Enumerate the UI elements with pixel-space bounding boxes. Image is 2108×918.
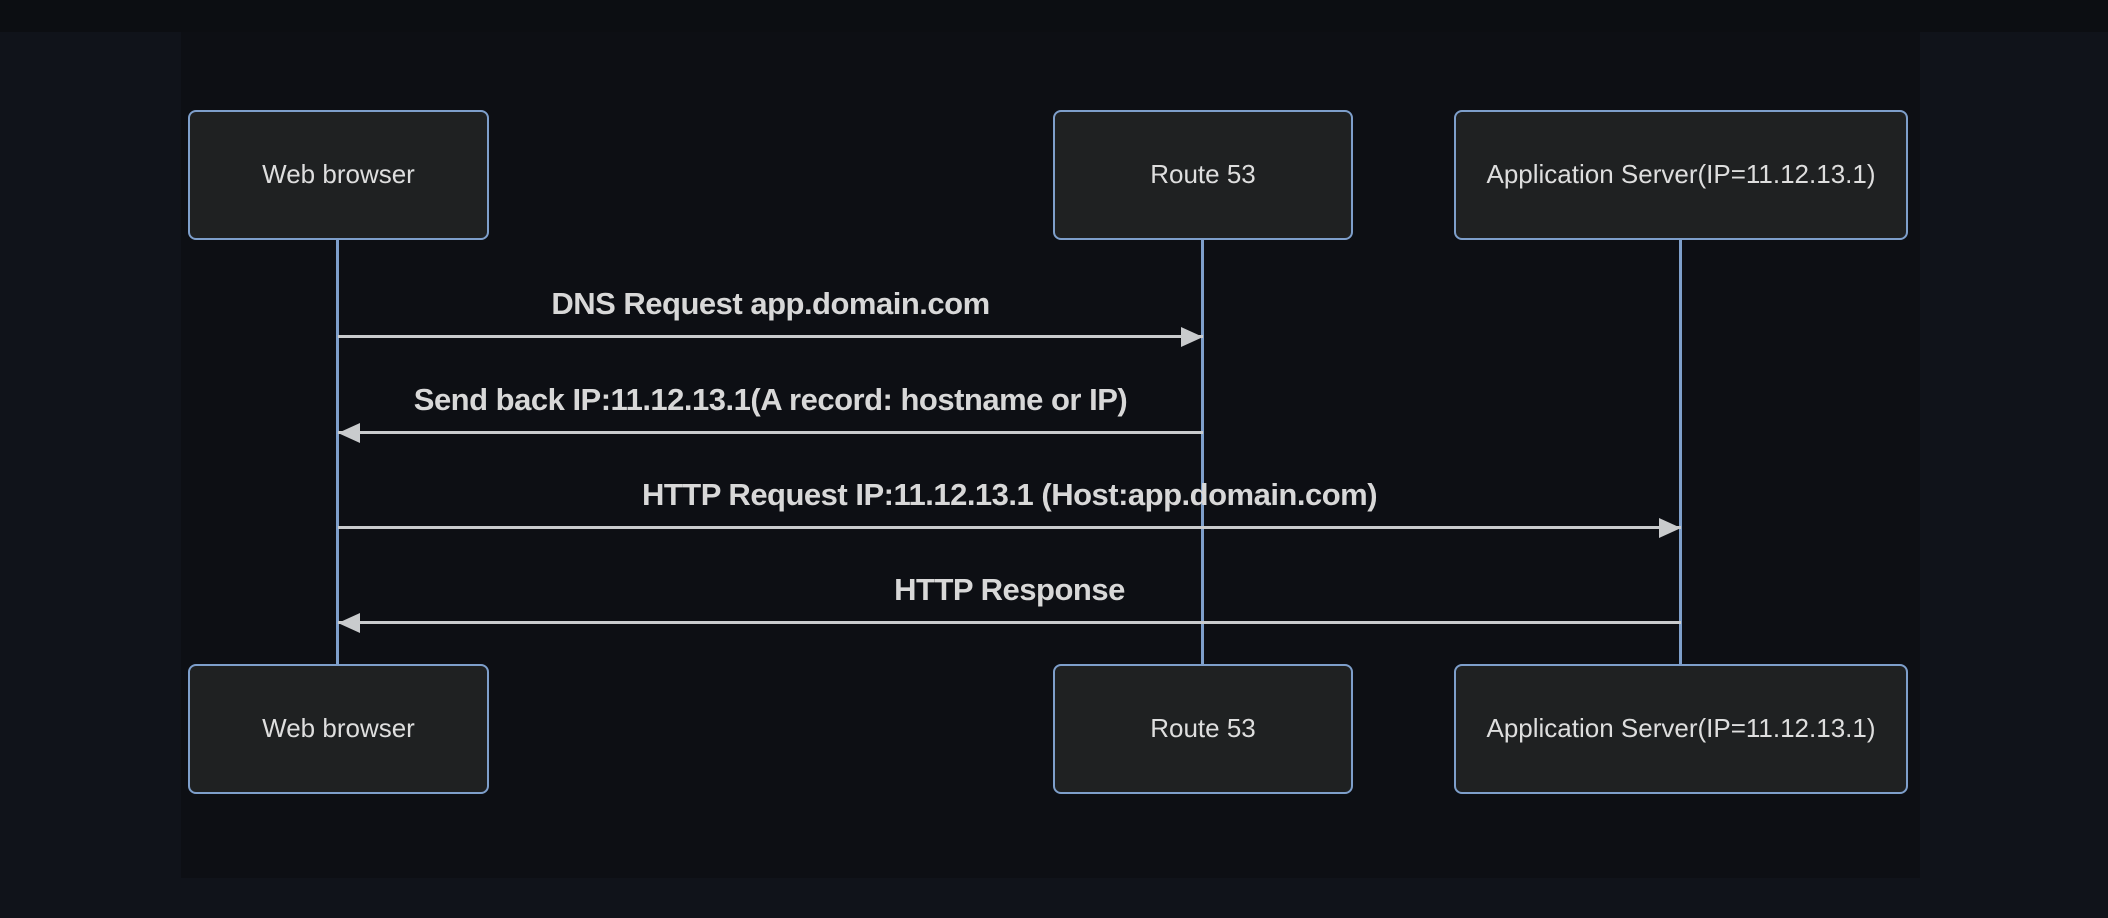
actor-box-web-browser-top: Web browser: [188, 110, 489, 240]
background-strip: [0, 0, 2108, 32]
message-line-http-request: [338, 526, 1681, 529]
arrowhead-left-icon: [338, 423, 360, 443]
message-line-dns-request: [338, 335, 1203, 338]
message-line-send-back-ip: [338, 431, 1203, 434]
actor-label-app-server: Application Server(IP=11.12.13.1): [1486, 159, 1876, 190]
actor-box-web-browser-bottom: Web browser: [188, 664, 489, 794]
lifeline-web-browser: [336, 240, 339, 664]
lifeline-route-53: [1201, 240, 1204, 664]
actor-label-app-server: Application Server(IP=11.12.13.1): [1486, 713, 1876, 744]
message-label-http-request: HTTP Request IP:11.12.13.1 (Host:app.dom…: [641, 477, 1378, 512]
arrowhead-right-icon: [1659, 518, 1681, 538]
actor-box-route-53-top: Route 53: [1053, 110, 1353, 240]
lifeline-app-server: [1679, 240, 1682, 664]
message-label-dns-request: DNS Request app.domain.com: [551, 286, 990, 321]
arrowhead-left-icon: [338, 613, 360, 633]
message-line-http-response: [338, 621, 1681, 624]
actor-box-app-server-bottom: Application Server(IP=11.12.13.1): [1454, 664, 1908, 794]
actor-label-route-53: Route 53: [1150, 713, 1256, 744]
actor-label-web-browser: Web browser: [262, 713, 415, 744]
actor-label-route-53: Route 53: [1150, 159, 1256, 190]
message-label-send-back-ip: Send back IP:11.12.13.1(A record: hostna…: [413, 382, 1128, 417]
actor-box-app-server-top: Application Server(IP=11.12.13.1): [1454, 110, 1908, 240]
message-label-http-response: HTTP Response: [894, 572, 1125, 607]
actor-box-route-53-bottom: Route 53: [1053, 664, 1353, 794]
arrowhead-right-icon: [1181, 327, 1203, 347]
actor-label-web-browser: Web browser: [262, 159, 415, 190]
